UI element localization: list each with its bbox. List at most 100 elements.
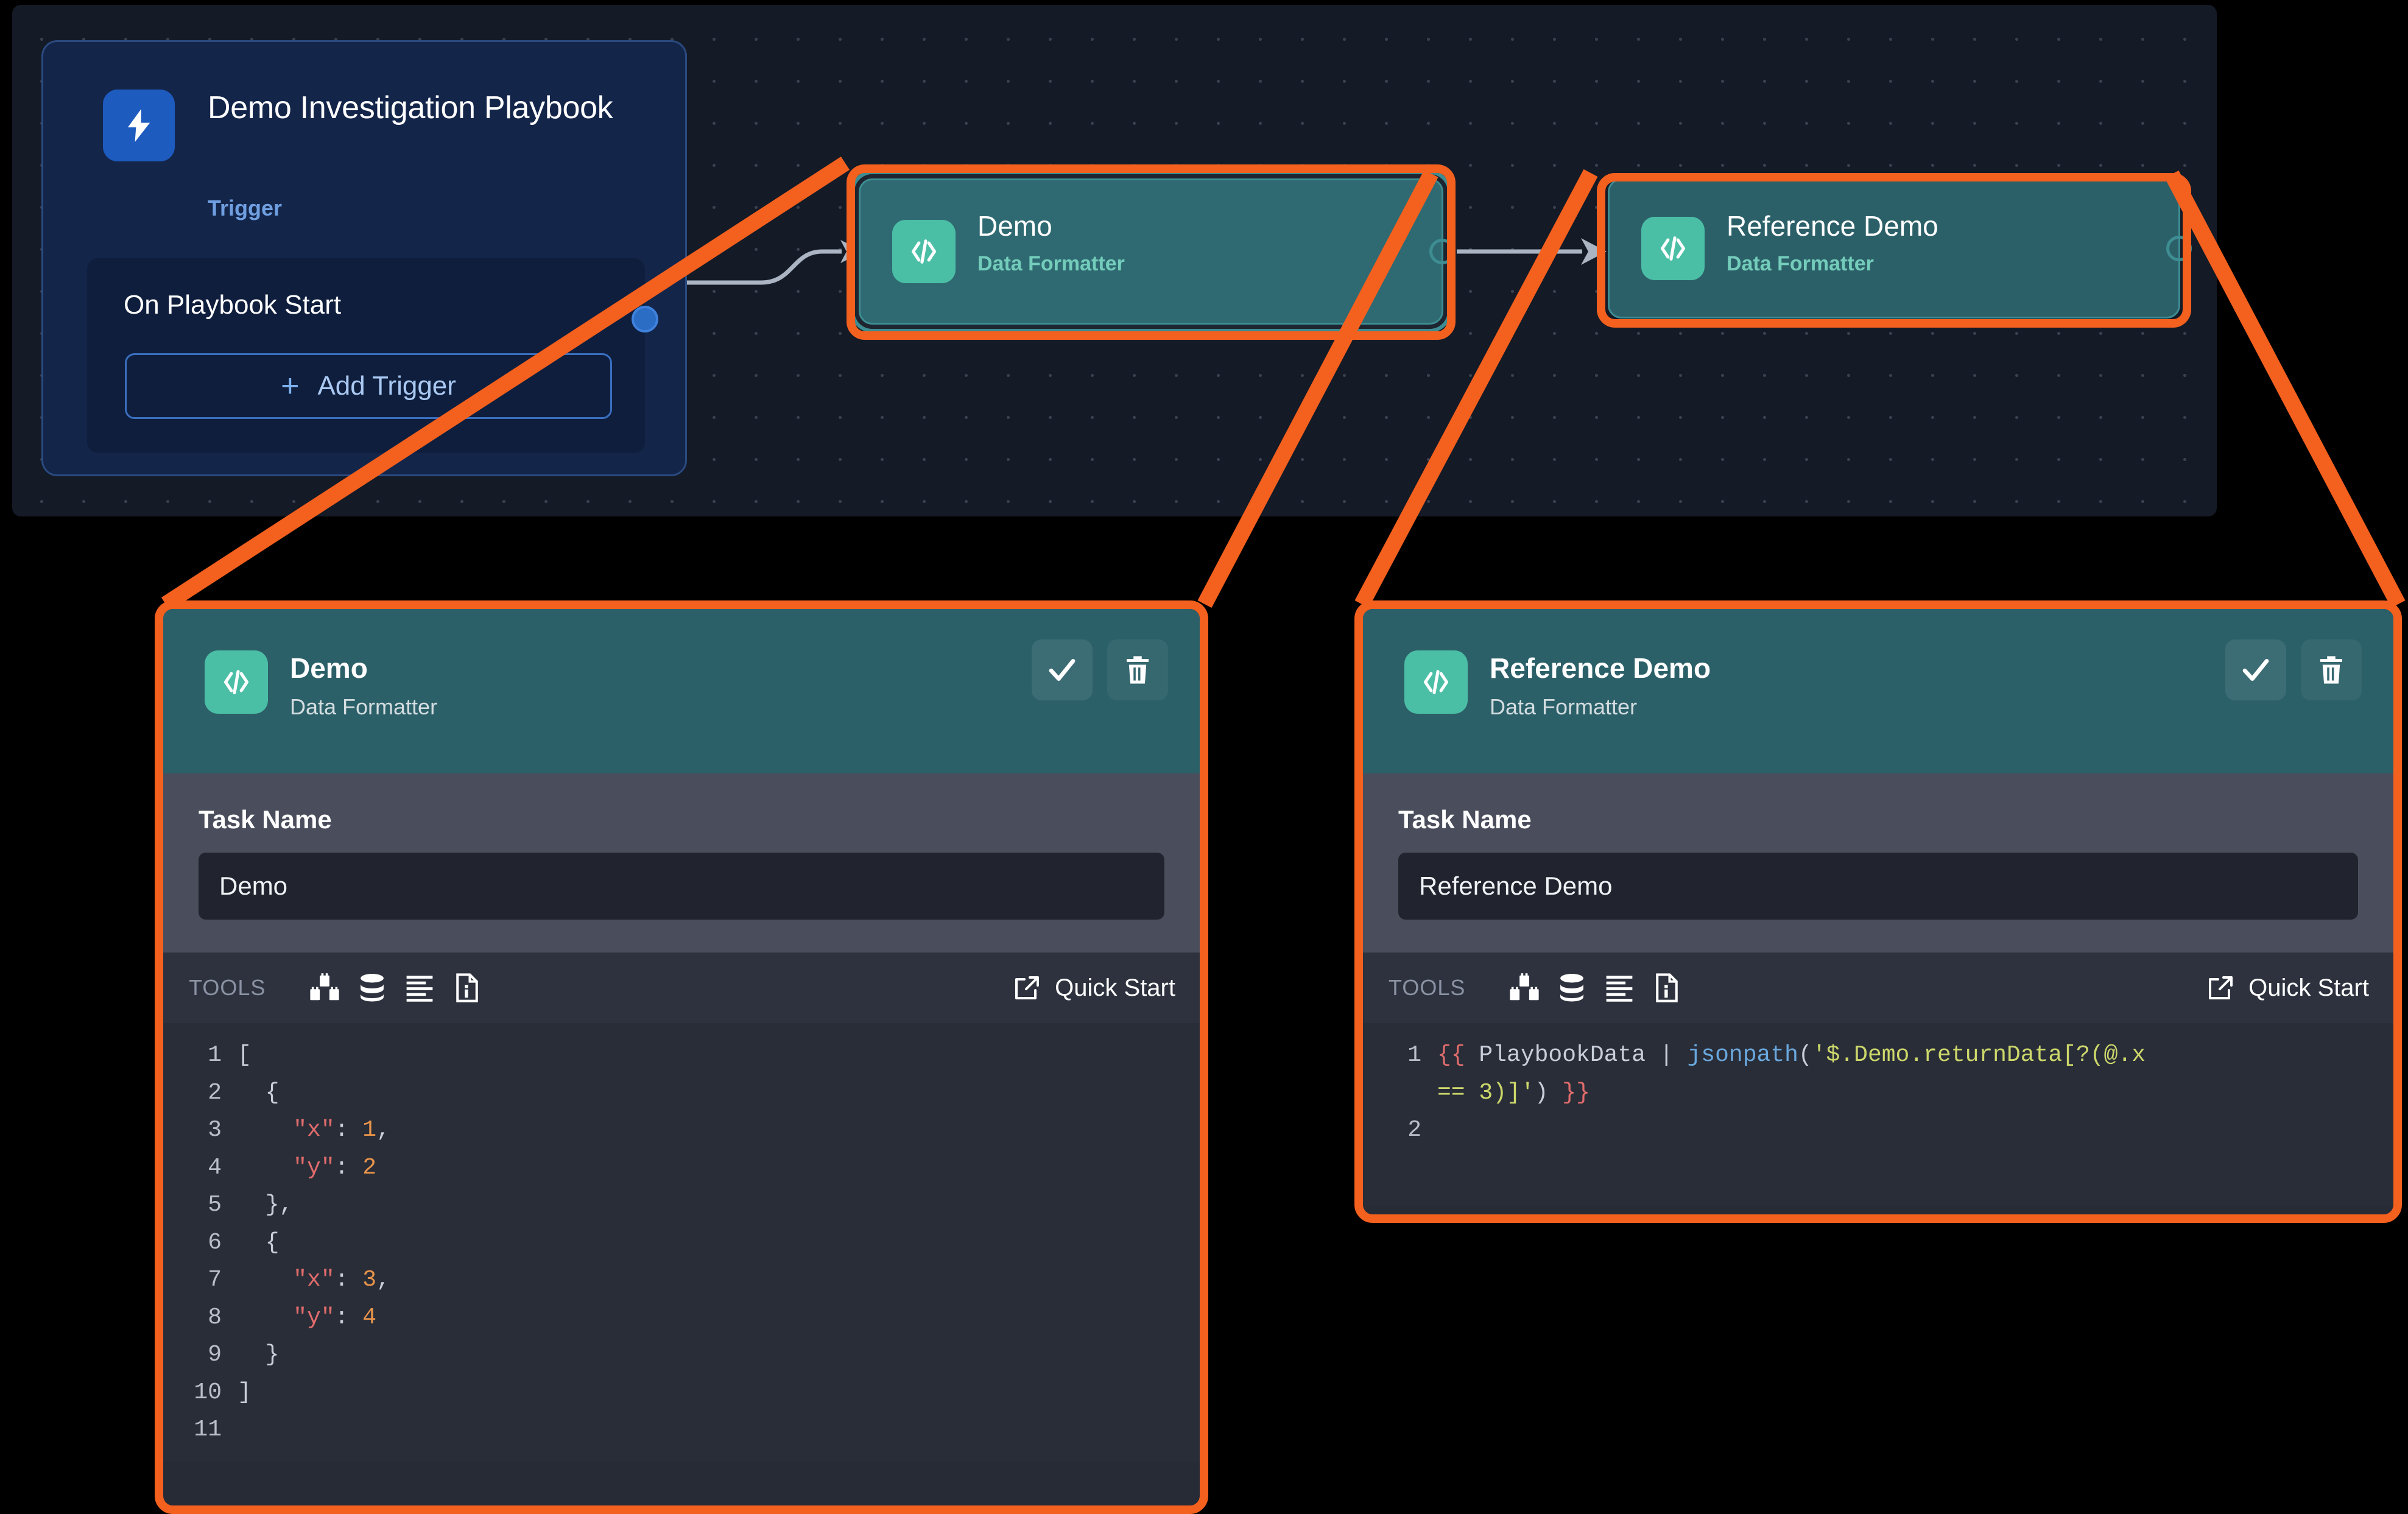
panel-subtitle: Data Formatter (290, 694, 438, 719)
checkmark-icon (1049, 659, 1076, 681)
save-task-button[interactable] (2225, 639, 2286, 700)
task-name-field-group: Task Name Demo (163, 773, 1200, 952)
code-line: 4 "y": 2 (163, 1149, 1200, 1187)
jinja-variable: PlaybookData (1465, 1042, 1660, 1068)
jinja-close-brace: }} (1562, 1079, 1590, 1106)
code-text: == 3)]') }} (1437, 1074, 1590, 1112)
delete-task-button[interactable] (1107, 639, 1168, 700)
task-name-label: Task Name (1398, 805, 1532, 834)
line-number: 4 (208, 1154, 222, 1181)
tools-label: TOOLS (189, 975, 266, 1000)
jinja-function: jsonpath (1673, 1042, 1798, 1068)
flow-node-reference-demo[interactable]: Reference Demo Data Formatter (1608, 178, 2192, 319)
trash-icon (2320, 656, 2342, 684)
code-line: 2 { (163, 1074, 1200, 1112)
code-brackets-icon (1641, 217, 1705, 280)
code-text: ] (238, 1379, 252, 1406)
jinja-open-paren: ( (1798, 1042, 1812, 1068)
trigger-card-header: Demo Investigation Playbook Trigger (43, 42, 685, 220)
external-link-icon (1015, 976, 1040, 999)
panel-header: Demo Data Formatter (163, 609, 1200, 773)
code-brackets-icon (892, 220, 956, 283)
task-detail-panel-reference-demo[interactable]: Reference Demo Data Formatter Task Name … (1354, 600, 2402, 1223)
code-text: "x": 3, (293, 1267, 390, 1294)
code-text: { (238, 1229, 280, 1256)
code-text: }, (238, 1192, 294, 1219)
line-number: 9 (208, 1342, 222, 1368)
code-line: 2 (1363, 1111, 2393, 1149)
trigger-output-port[interactable] (632, 306, 658, 333)
database-icon[interactable] (348, 969, 396, 1007)
line-number: 1 (208, 1042, 222, 1068)
task-name-field-group: Task Name Reference Demo (1363, 773, 2393, 952)
line-number: 1 (1407, 1042, 1421, 1068)
align-left-icon[interactable] (1596, 969, 1643, 1007)
flow-node-subtitle: Data Formatter (1727, 252, 1874, 275)
line-number: 5 (208, 1192, 222, 1219)
code-line: 5 }, (163, 1186, 1200, 1224)
line-number: 2 (1407, 1117, 1421, 1144)
flow-connectors (675, 238, 1607, 285)
tools-label: TOOLS (1389, 975, 1466, 1000)
quick-start-button[interactable]: Quick Start (2206, 973, 2369, 1002)
quick-start-label: Quick Start (1055, 974, 1175, 1001)
code-line: 3 "x": 1, (163, 1111, 1200, 1149)
code-text: "x": 1, (293, 1117, 390, 1144)
code-line: 8 "y": 4 (163, 1299, 1200, 1337)
line-number: 10 (194, 1379, 222, 1406)
trash-icon (1127, 656, 1149, 684)
code-text: } (238, 1342, 280, 1368)
delete-task-button[interactable] (2301, 639, 2362, 700)
line-number: 3 (208, 1117, 222, 1144)
code-brackets-icon (1404, 650, 1468, 714)
playbook-title: Demo Investigation Playbook (208, 90, 613, 125)
add-trigger-button[interactable]: + Add Trigger (125, 353, 612, 419)
tools-bar: TOOLS Quick Start (1363, 952, 2393, 1023)
blocks-icon[interactable] (1501, 969, 1548, 1007)
code-line: 9 } (163, 1336, 1200, 1374)
panel-subtitle: Data Formatter (1490, 694, 1638, 719)
code-line: 1 {{ PlaybookData | jsonpath('$.Demo.ret… (1363, 1037, 2393, 1074)
code-line: 1[ (163, 1037, 1200, 1074)
save-task-button[interactable] (1032, 639, 1093, 700)
plus-icon: + (281, 368, 300, 404)
task-name-input[interactable]: Reference Demo (1398, 853, 2358, 920)
code-text: "y": 4 (293, 1304, 377, 1331)
jinja-open-brace: {{ (1437, 1042, 1465, 1068)
code-line: 6 { (163, 1224, 1200, 1262)
blocks-icon[interactable] (301, 969, 348, 1007)
database-icon[interactable] (1548, 969, 1596, 1007)
flow-node-subtitle: Data Formatter (977, 252, 1125, 275)
code-line: 11 (163, 1411, 1200, 1449)
document-info-icon[interactable] (443, 969, 491, 1007)
jinja-close-paren: ) (1534, 1079, 1549, 1106)
jinja-string: '$.Demo.returnData[?(@.x (1812, 1042, 2146, 1068)
code-text: [ (238, 1042, 252, 1068)
tools-bar: TOOLS Quick Start (163, 952, 1200, 1023)
task-detail-panel-demo[interactable]: Demo Data Formatter Task Name Demo TOOLS… (155, 600, 1208, 1514)
code-text: { (238, 1079, 280, 1106)
code-line: 10] (163, 1374, 1200, 1412)
align-left-icon[interactable] (396, 969, 443, 1007)
line-number: 6 (208, 1229, 222, 1256)
panel-title: Reference Demo (1490, 652, 1711, 684)
task-name-label: Task Name (199, 805, 332, 834)
jinja-pipe: | (1659, 1042, 1674, 1068)
quick-start-button[interactable]: Quick Start (1012, 973, 1175, 1002)
trigger-event-label: On Playbook Start (124, 290, 342, 320)
document-info-icon[interactable] (1643, 969, 1691, 1007)
line-number (1363, 1074, 1437, 1112)
line-number: 7 (208, 1267, 222, 1294)
task-name-input[interactable]: Demo (199, 853, 1164, 920)
quick-start-label: Quick Start (2248, 974, 2369, 1001)
line-number: 2 (208, 1079, 222, 1106)
flow-node-demo[interactable]: Demo Data Formatter (859, 178, 1455, 325)
flow-node-title: Reference Demo (1727, 210, 1938, 242)
code-text: {{ PlaybookData | jsonpath('$.Demo.retur… (1437, 1037, 2146, 1074)
line-number: 8 (208, 1304, 222, 1331)
code-editor-json[interactable]: 1[ 2 { 3 "x": 1, 4 "y": 2 5 }, 6 { 7 "x"… (163, 1023, 1200, 1463)
code-editor-jinja[interactable]: 1 {{ PlaybookData | jsonpath('$.Demo.ret… (1363, 1023, 2393, 1206)
flow-canvas[interactable]: Demo Investigation Playbook Trigger On P… (12, 5, 2217, 516)
trigger-type-label: Trigger (208, 195, 283, 220)
